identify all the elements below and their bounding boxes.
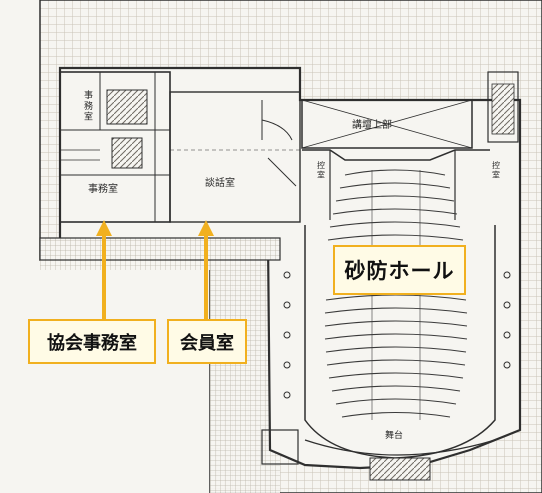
room-label-stage: 舞台 bbox=[385, 429, 403, 441]
hall-callout: 砂防ホール bbox=[333, 245, 466, 295]
room-label-meeting: 談話室 bbox=[205, 176, 235, 189]
seating-rows bbox=[324, 169, 468, 420]
room-label-office-small: 事務室 bbox=[84, 89, 93, 123]
association-office-callout: 協会事務室 bbox=[28, 319, 156, 364]
member-room-callout: 会員室 bbox=[167, 319, 247, 364]
lower-terrace bbox=[40, 260, 280, 493]
column-markers bbox=[283, 271, 511, 399]
room-label-side-right: 控室 bbox=[492, 160, 500, 180]
lobby-bottom bbox=[261, 429, 496, 481]
room-label-lecture-top: 講壇上部 bbox=[352, 118, 392, 131]
room-label-office-main: 事務室 bbox=[88, 182, 118, 195]
office-block bbox=[59, 71, 171, 223]
room-label-side-left: 控室 bbox=[317, 160, 325, 180]
colonnade-band bbox=[39, 237, 281, 261]
meeting-room-block bbox=[169, 91, 301, 223]
callout-arrows bbox=[96, 220, 214, 319]
